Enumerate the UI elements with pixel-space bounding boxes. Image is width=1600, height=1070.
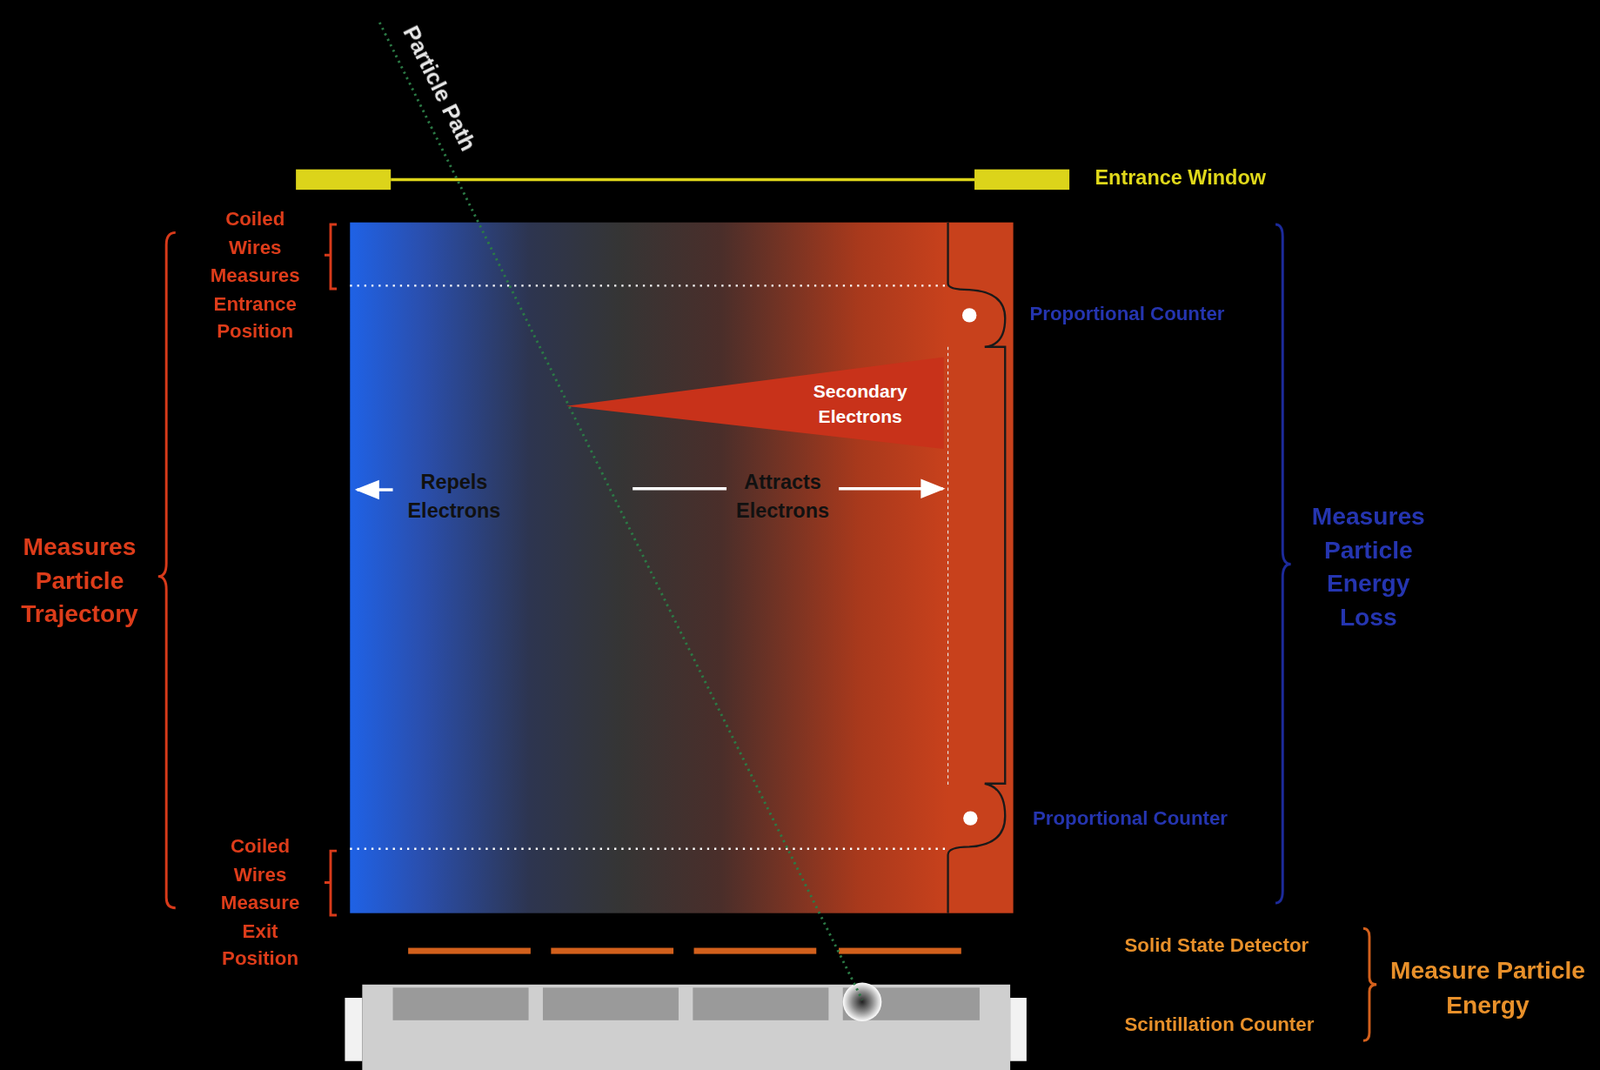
counter-cap <box>344 997 362 1062</box>
solid-state-detector <box>550 948 674 955</box>
function-label: Measures Particle Energy Loss <box>1312 499 1426 635</box>
field-label: Attracts Electrons <box>736 467 830 525</box>
brace <box>324 850 337 916</box>
counter-cell <box>393 987 529 1021</box>
part-label: Coiled Wires Measures Entrance Position <box>210 205 301 346</box>
anode-wire <box>947 347 949 786</box>
detector-chamber: Repels Electrons Attracts Electrons Second… <box>349 222 947 914</box>
part-label: Coiled Wires Measure Exit Position <box>220 832 300 973</box>
field-label: Repels Electrons <box>407 467 501 525</box>
function-label: Measures Particle Trajectory <box>20 529 139 631</box>
window-frame <box>295 169 391 190</box>
cone-fill <box>566 356 944 449</box>
scintillation-counter <box>361 984 1011 1070</box>
brace <box>1275 224 1292 904</box>
brace <box>324 224 337 289</box>
solid-state-detector <box>838 948 962 955</box>
electron-cone: Secondary Electrons <box>566 356 944 449</box>
coiled-wire-plane <box>349 284 947 287</box>
part-label: Entrance Window <box>1094 165 1266 190</box>
path-label: Particle Path <box>396 21 482 156</box>
cone-label: Secondary Electrons <box>813 379 908 429</box>
coiled-wire-plane <box>349 848 947 851</box>
counter-bracket <box>948 222 1006 914</box>
solid-state-detector <box>408 948 531 955</box>
anode-dot <box>962 307 977 322</box>
field-arrow <box>632 487 727 491</box>
function-label: Measure Particle Energy <box>1385 952 1591 1023</box>
counter-cell <box>542 987 679 1021</box>
part-label: Proportional Counter <box>1029 301 1225 326</box>
field-arrow <box>356 488 393 492</box>
impact-point <box>843 982 883 1022</box>
cone-shape <box>566 356 944 449</box>
counter-cell <box>692 987 829 1021</box>
counter-cap <box>1010 997 1027 1062</box>
chamber <box>349 222 948 914</box>
field-arrow <box>838 487 944 491</box>
brace <box>1363 928 1377 1041</box>
anode-dot <box>963 810 978 825</box>
window-foil <box>390 178 975 182</box>
part-label: Proportional Counter <box>1032 806 1228 831</box>
brace <box>158 232 176 908</box>
solid-state-detector <box>694 948 817 955</box>
part-label: Solid State Detector <box>1124 933 1309 958</box>
window-frame <box>974 169 1070 190</box>
particle-path <box>379 22 863 1001</box>
proportional-counter-strip <box>946 222 1013 914</box>
part-label: Scintillation Counter <box>1124 1011 1314 1036</box>
